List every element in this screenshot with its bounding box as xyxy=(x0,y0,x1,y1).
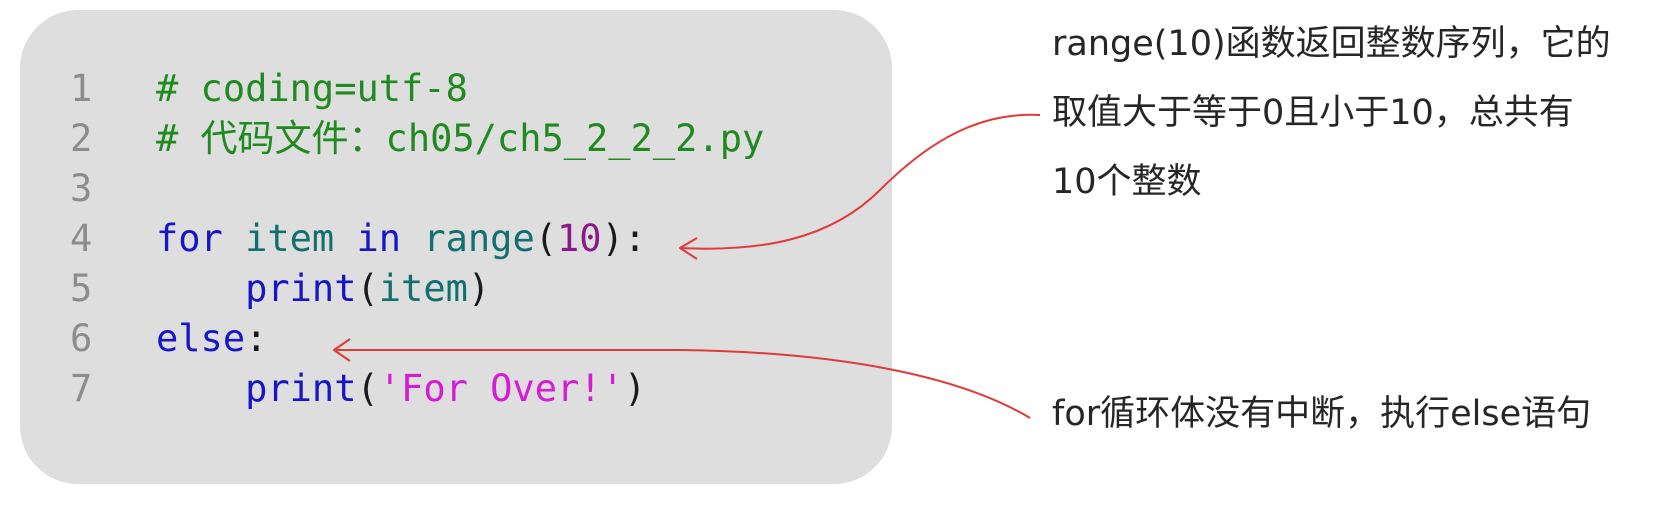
open-paren: ( xyxy=(356,267,379,310)
code-line-1: 1 # coding=utf-8 xyxy=(70,62,468,116)
range-annotation-line-2: 取值大于等于0且小于10，总共有 xyxy=(1052,93,1574,133)
identifier-item: item xyxy=(245,217,335,260)
code-line-4: 4 for item in range(10): xyxy=(70,212,646,266)
line-number: 7 xyxy=(70,367,93,410)
open-paren: ( xyxy=(356,367,379,410)
close-paren: ) xyxy=(623,367,647,410)
line-number: 2 xyxy=(70,117,93,160)
keyword-else: else xyxy=(156,317,246,360)
number-literal: 10 xyxy=(557,217,602,260)
range-annotation-line-1: range(10)函数返回整数序列，它的 xyxy=(1052,24,1611,64)
code-line-2: 2 # 代码文件：ch05/ch5_2_2_2.py xyxy=(70,112,764,166)
close-paren: ) xyxy=(467,267,491,310)
code-line-5: 5 print(item) xyxy=(70,262,490,316)
line-number: 1 xyxy=(70,67,93,110)
arrow-head-range xyxy=(679,237,698,260)
line-number: 3 xyxy=(70,167,93,210)
code-comment: # 代码文件：ch05/ch5_2_2_2.py xyxy=(156,117,765,160)
code-line-7: 7 print('For Over!') xyxy=(70,362,646,416)
code-line-3: 3 xyxy=(70,162,156,216)
arrow-to-range xyxy=(679,113,1041,250)
keyword-for: for xyxy=(156,217,223,260)
colon: : xyxy=(245,317,268,360)
else-annotation: for循环体没有中断，执行else语句 xyxy=(1052,380,1591,449)
arrow-head-else xyxy=(333,338,351,362)
line-number: 4 xyxy=(70,217,93,260)
identifier-range: range xyxy=(423,217,535,260)
else-annotation-line-1: for循环体没有中断，执行else语句 xyxy=(1052,394,1592,434)
open-paren: ( xyxy=(534,217,558,260)
identifier-item: item xyxy=(378,267,468,310)
line-number: 6 xyxy=(70,317,93,360)
arrow-to-else xyxy=(334,349,1031,419)
builtin-print: print xyxy=(245,367,357,410)
close-paren-colon: ): xyxy=(601,217,647,260)
string-literal: 'For Over!' xyxy=(378,367,624,410)
range-annotation-line-3: 10个整数 xyxy=(1052,162,1202,202)
keyword-in: in xyxy=(356,217,402,260)
range-annotation: range(10)函数返回整数序列，它的 取值大于等于0且小于10，总共有 10… xyxy=(1052,10,1611,217)
code-comment: # coding=utf-8 xyxy=(156,67,468,110)
line-number: 5 xyxy=(70,267,93,310)
code-line-6: 6 else: xyxy=(70,312,267,366)
builtin-print: print xyxy=(245,267,357,310)
